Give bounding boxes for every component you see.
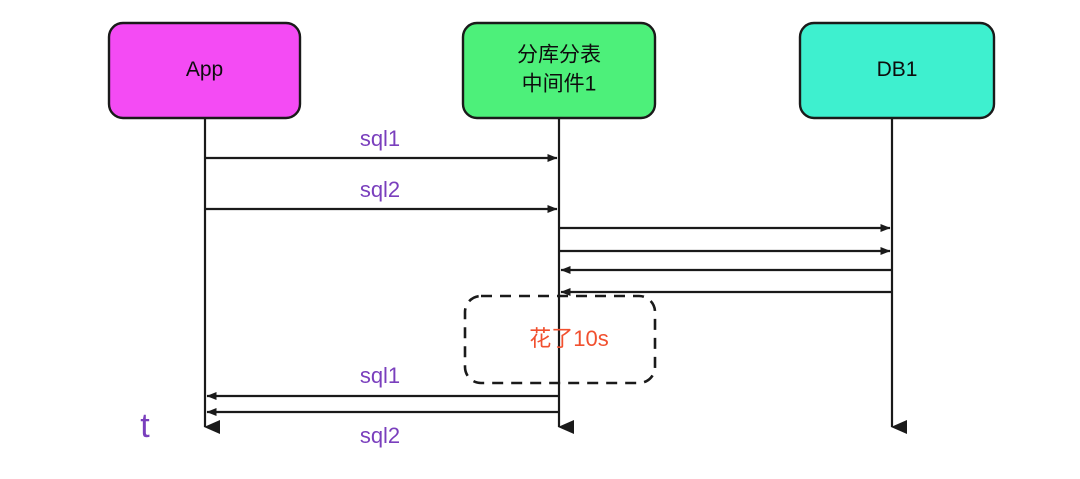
note-box-note-10s	[463, 294, 657, 385]
message-label-m8: sql2	[360, 423, 400, 448]
lifelines-group	[203, 118, 907, 434]
annotations-group: t	[140, 407, 150, 445]
notes-group: 花了10s	[463, 294, 657, 385]
message-label-m1: sql1	[360, 126, 400, 151]
message-label-m7: sql1	[360, 363, 400, 388]
participant-label-db1: DB1	[877, 58, 918, 81]
time-axis-label: t	[140, 407, 150, 445]
message-label-m2: sql2	[360, 177, 400, 202]
messages-group: sql1 sql2 sql1 sql2	[205, 126, 892, 448]
participant-box-middleware[interactable]	[461, 21, 657, 120]
participant-label-middleware: 中间件1	[522, 73, 597, 96]
participant-box-db1[interactable]	[798, 21, 996, 120]
participant-label-middleware: 分库分表	[517, 44, 601, 67]
note-text-note-10s: 花了10s	[529, 326, 608, 351]
participant-label-app: App	[186, 58, 223, 81]
participant-box-app[interactable]	[107, 21, 302, 120]
